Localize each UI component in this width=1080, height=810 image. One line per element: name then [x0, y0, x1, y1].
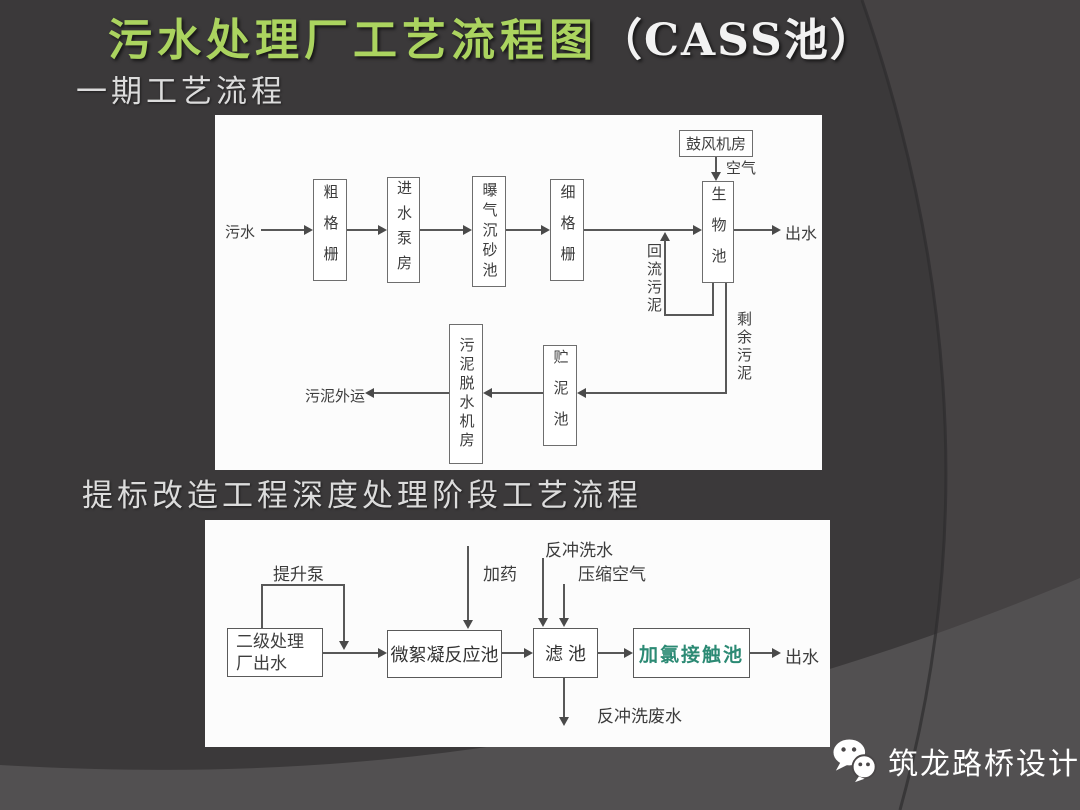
label-sewage-input: 污水 — [225, 224, 256, 241]
flow-line — [492, 392, 543, 394]
arrow-left-icon — [577, 388, 586, 398]
box-secondary-effluent-line1: 二级处理 — [236, 631, 304, 651]
flow-line — [261, 584, 345, 586]
label-sludge-transport: 污泥外运 — [305, 388, 366, 405]
flow-line — [664, 314, 714, 316]
label-return-sludge: 回流污泥 — [645, 243, 662, 315]
phase1-diagram-panel: 污水 粗格栅 进水泵房 曝气沉砂池 细格栅 生物池 出水 鼓风机房 — [215, 115, 822, 470]
phase1-heading: 一期工艺流程 — [76, 74, 286, 110]
box-inlet-pump-house: 进水泵房 — [387, 177, 420, 283]
flow-line — [261, 584, 263, 628]
flow-line — [261, 229, 305, 231]
label-air: 空气 — [726, 160, 757, 177]
footer-brand: 筑龙路桥设计 — [832, 738, 1080, 784]
label-dosing: 加药 — [483, 565, 517, 584]
box-chlorine-contact: 加氯接触池 — [633, 628, 750, 678]
page-title: 污水处理厂工艺流程图（CASS池） — [108, 4, 876, 68]
arrow-down-icon — [339, 641, 349, 650]
box-bio-pool: 生物池 — [702, 181, 734, 283]
flow-line — [598, 652, 625, 654]
arrow-right-icon — [378, 225, 387, 235]
footer-brand-text: 筑龙路桥设计 — [888, 748, 1080, 781]
box-sludge-storage-label: 贮泥池 — [551, 349, 569, 442]
arrow-right-icon — [693, 225, 702, 235]
flow-line — [506, 229, 541, 231]
label-final-output: 出水 — [785, 648, 819, 667]
box-bio-pool-label: 生物池 — [709, 185, 727, 279]
arrow-down-icon — [559, 717, 569, 726]
arrow-down-icon — [463, 620, 473, 629]
box-inlet-pump-house-label: 进水泵房 — [395, 180, 412, 280]
arrow-right-icon — [378, 648, 387, 658]
box-filter-pool: 滤 池 — [533, 628, 598, 678]
wechat-icon — [833, 739, 877, 783]
flow-line — [725, 283, 727, 394]
arrow-right-icon — [524, 648, 533, 658]
arrow-right-icon — [624, 648, 633, 658]
title-paren-text: （CASS池） — [598, 15, 876, 66]
arrow-right-icon — [541, 225, 550, 235]
label-backwash-waste: 反冲洗废水 — [597, 707, 682, 726]
arrow-down-icon — [559, 618, 569, 627]
background-bottom-band — [0, 578, 1080, 810]
box-secondary-effluent-line2: 厂出水 — [236, 653, 287, 673]
box-sludge-storage: 贮泥池 — [543, 345, 577, 446]
flow-line — [323, 652, 378, 654]
label-lift-pump: 提升泵 — [273, 565, 324, 584]
box-blower-room-label: 鼓风机房 — [685, 136, 746, 153]
title-main-text: 污水处理厂工艺流程图 — [108, 15, 598, 66]
arrow-left-icon — [483, 388, 492, 398]
box-dewatering-room: 污泥脱水机房 — [449, 324, 483, 464]
flow-line — [343, 584, 345, 642]
box-fine-screen: 细格栅 — [550, 179, 584, 281]
label-backwash-water: 反冲洗水 — [545, 541, 613, 560]
upgrade-diagram-panel: 二级处理 厂出水 提升泵 加药 微絮凝反应池 反冲洗水 压缩空气 滤 池 加氯接… — [205, 520, 830, 747]
box-fine-screen-label: 细格栅 — [558, 183, 576, 277]
flow-line — [750, 652, 773, 654]
upgrade-heading: 提标改造工程深度处理阶段工艺流程 — [82, 478, 642, 514]
arrow-right-icon — [463, 225, 472, 235]
arrow-down-icon — [538, 618, 548, 627]
box-chlorine-contact-label: 加氯接触池 — [638, 644, 744, 666]
flow-line — [712, 283, 714, 316]
flow-line — [347, 229, 378, 231]
arrow-right-icon — [772, 225, 781, 235]
flow-line — [502, 652, 525, 654]
box-coarse-screen-label: 粗格栅 — [321, 183, 339, 277]
box-dewatering-room-label: 污泥脱水机房 — [457, 337, 475, 451]
box-aerated-grit-chamber: 曝气沉砂池 — [472, 176, 506, 287]
box-coarse-screen: 粗格栅 — [313, 179, 347, 281]
box-microflocculation: 微絮凝反应池 — [387, 630, 502, 678]
flow-line — [586, 392, 727, 394]
flow-line — [563, 678, 565, 718]
label-excess-sludge: 剩余污泥 — [735, 311, 752, 383]
background-arc-line — [860, 0, 948, 810]
flow-line — [374, 392, 449, 394]
box-blower-room: 鼓风机房 — [679, 130, 753, 157]
flow-line — [715, 157, 717, 173]
flow-line — [420, 229, 463, 231]
arrow-up-icon — [660, 232, 670, 241]
box-microflocculation-label: 微絮凝反应池 — [390, 645, 499, 665]
flow-line — [563, 584, 565, 619]
label-effluent-output: 出水 — [785, 226, 818, 243]
label-compressed-air: 压缩空气 — [578, 565, 646, 584]
flow-line — [584, 229, 693, 231]
arrow-left-icon — [365, 388, 374, 398]
box-filter-pool-label: 滤 池 — [544, 644, 586, 664]
flow-line — [542, 558, 544, 619]
flow-line — [467, 546, 469, 621]
arrow-right-icon — [304, 225, 313, 235]
flow-line — [664, 240, 666, 316]
flow-line — [734, 229, 772, 231]
arrow-down-icon — [711, 172, 721, 181]
box-aerated-grit-chamber-label: 曝气沉砂池 — [480, 181, 498, 282]
arrow-right-icon — [772, 648, 781, 658]
box-secondary-effluent: 二级处理 厂出水 — [227, 628, 323, 677]
